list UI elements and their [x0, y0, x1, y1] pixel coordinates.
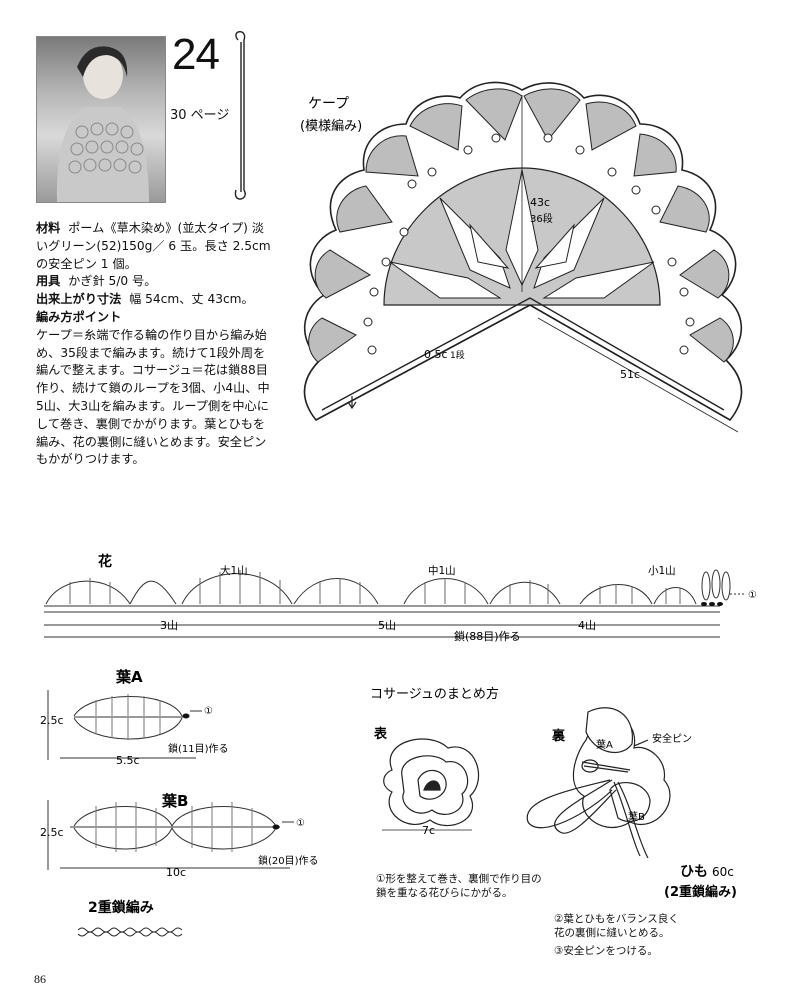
double-chain-title: 2重鎖編み: [88, 899, 154, 916]
corsage-leafA-label: 葉A: [596, 738, 613, 751]
flower-count-small: 4山: [578, 619, 596, 632]
cape-width-label: 51c: [620, 368, 640, 381]
cape-edge-rows: 1段: [450, 349, 465, 361]
leafA-start-dot: [182, 713, 190, 719]
corsage-string-label: ひも: [680, 864, 708, 880]
leafA-height: 2.5c: [40, 714, 64, 727]
leafA-chain: 鎖(11目)作る: [168, 742, 229, 755]
divider-ornament: [234, 31, 246, 200]
tools-text: かぎ針 5/0 号。: [68, 274, 157, 289]
corsage-pin-label: 安全ピン: [652, 732, 692, 745]
flower-small-label: 小1山: [648, 565, 676, 577]
model-photo: [36, 36, 166, 203]
flower-count-large: 3山: [160, 619, 178, 632]
flower-chain-label: 鎖(88目)作る: [454, 629, 521, 643]
corsage-leafB-label: 葉B: [628, 810, 645, 823]
cape-edge-label: 0.5c: [424, 348, 448, 361]
leafB-start-mark: ①: [296, 818, 305, 829]
flower-count-medium: 5山: [378, 619, 396, 632]
corsage-title: コサージュのまとめ方: [370, 686, 499, 702]
size-label: 出来上がり寸法: [36, 292, 122, 307]
tools-label: 用具: [36, 274, 61, 289]
corsage-back-label: 裏: [551, 728, 566, 744]
corsage-string-sub: (2重鎖編み): [664, 884, 737, 900]
leafB-start-dot: [272, 824, 280, 830]
corsage-back-drawing: [526, 707, 671, 859]
size-text: 幅 54cm、丈 43cm。: [129, 292, 254, 307]
corsage-note-2: ②葉とひもをバランス良く花の裏側に縫いとめる。: [554, 913, 679, 939]
cape-title: ケープ: [308, 96, 349, 112]
instructions-block: 材料 ポーム《草木染め》(並太タイプ) 淡いグリーン(52)150g／ 6 玉。…: [36, 220, 276, 469]
cape-height-label: 43c: [530, 196, 550, 209]
pattern-number: 24: [172, 30, 220, 79]
material-text: ポーム《草木染め》(並太タイプ) 淡いグリーン(52)150g／ 6 玉。長さ …: [36, 221, 271, 271]
corsage-note-1: ①形を整えて巻き、裏側で作り目の鎖を重なる花びらにかがる。: [376, 873, 542, 899]
corsage-front-drawing: [382, 738, 480, 831]
leafA-start-mark: ①: [204, 706, 213, 717]
cape-rows-label: 36段: [530, 212, 553, 225]
corsage-width: 7c: [422, 824, 435, 837]
flower-medium-label: 中1山: [428, 564, 456, 577]
leafB-height: 2.5c: [40, 826, 64, 839]
corsage-front-label: 表: [373, 726, 388, 742]
leafA-width: 5.5c: [116, 754, 140, 767]
flower-large-label: 大1山: [220, 564, 248, 577]
cape-subtitle: (模様編み): [300, 118, 362, 134]
points-label: 編み方ポイント: [36, 309, 122, 324]
leafB-chain: 鎖(20目)作る: [258, 854, 319, 867]
leafB-width: 10c: [166, 866, 186, 879]
cape-diagram: [303, 81, 743, 433]
page-reference: 30 ページ: [170, 108, 230, 123]
leafB-title: 葉B: [161, 792, 188, 810]
flower-title: 花: [98, 553, 112, 570]
points-text: ケープ＝糸端で作る輪の作り目から編み始め、35段まで編みます。続けて1段外周を編…: [36, 327, 270, 467]
flower-start-mark: ①: [748, 590, 757, 601]
leafB-chart: [47, 800, 294, 870]
leafA-title: 葉A: [115, 668, 143, 686]
material-label: 材料: [36, 221, 61, 235]
page-number: 86: [34, 972, 46, 986]
flower-chart: [44, 569, 746, 638]
leafA-chart: [47, 690, 202, 760]
double-chain-chart: [77, 927, 183, 937]
corsage-note-3: ③安全ピンをつける。: [554, 945, 658, 957]
corsage-string-len: 60c: [712, 865, 734, 879]
